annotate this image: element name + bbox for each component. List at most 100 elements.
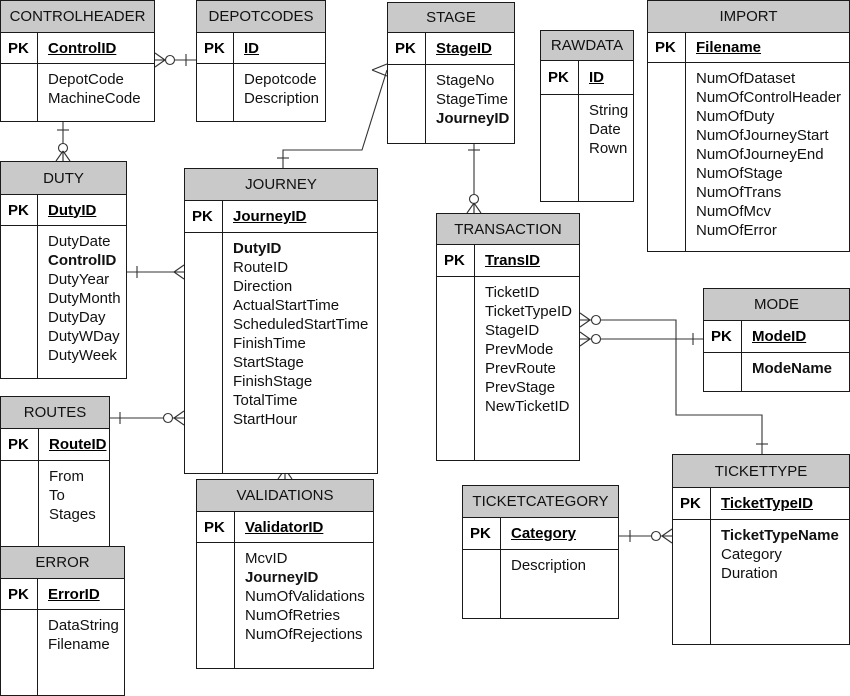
key-column [388,65,426,143]
many-marker [371,69,388,77]
attribute: StageNo [436,72,495,89]
many-marker [55,150,64,162]
key-column [704,353,742,391]
key-column [1,64,38,121]
connectors-layer [55,52,768,544]
attribute: TicketTypeName [721,527,839,544]
primary-key-field: ValidatorID [245,518,324,536]
attribute: NumOfJourneyStart [696,127,829,144]
pk-label: PK [1,33,38,63]
key-column [197,64,234,121]
key-column [1,461,39,567]
key-column [1,226,38,378]
entity-title: DEPOTCODES [197,1,325,33]
many-marker [173,410,185,419]
primary-key-field: Category [511,525,577,542]
pk-label: PK [463,518,501,549]
entity-title: DUTY [1,162,126,195]
pk-label: PK [1,429,39,460]
key-column [673,520,711,644]
attribute: StartHour [233,411,298,428]
zero-marker [162,412,174,424]
many-marker [173,271,185,280]
attribute: DutyID [233,240,282,257]
attribute: PrevRoute [485,360,556,377]
entity-title: STAGE [388,3,514,33]
primary-key-field: ErrorID [48,585,100,603]
zero-marker [650,530,662,542]
primary-key-field: TicketTypeID [721,495,813,512]
attribute-section: ModeName [704,353,849,391]
entity-title: TRANSACTION [437,214,579,245]
attribute: PrevMode [485,341,554,358]
attribute: NumOfValidations [245,588,365,605]
attribute: JourneyID [436,110,510,127]
connector-line [282,69,388,168]
attribute: NumOfStage [696,165,783,182]
entity-title: ROUTES [1,397,109,429]
key-column [197,543,235,668]
primary-key-field: ID [589,69,604,86]
pk-label: PK [648,33,686,62]
entity-title: CONTROLHEADER [1,1,154,33]
attribute: ModeName [752,360,833,377]
many-marker [371,63,388,71]
attribute: Date [589,121,621,138]
pk-label: PK [185,201,223,232]
attribute-list: ModeName [742,353,832,391]
attribute: DutyDay [48,309,106,326]
entity-title: IMPORT [648,1,849,33]
entity-title: TICKETCATEGORY [463,486,618,518]
attribute: DepotCode [48,71,124,88]
key-column [185,233,223,473]
primary-key-field: Filename [696,39,762,56]
many-marker [466,202,475,214]
zero-marker [590,314,602,326]
entity-title: TICKETTYPE [673,455,849,488]
pk-label: PK [437,245,475,276]
attribute: FinishTime [233,335,306,352]
many-marker [473,202,482,214]
attribute: NumOfMcv [696,203,771,220]
pk-label: PK [197,33,234,63]
key-column [648,63,686,251]
entity-title: ERROR [1,547,124,579]
attribute: Stages [49,506,96,523]
attribute: NumOfJourneyEnd [696,146,824,163]
attribute: NumOfRejections [245,626,363,643]
attribute: Duration [721,565,778,582]
key-column [541,95,579,201]
zero-marker [164,54,176,66]
primary-key-row: PK Filename [648,33,849,63]
attribute: Description [244,90,320,107]
attribute: NewTicketID [485,398,570,415]
primary-key-row: PK Category [463,518,618,550]
attribute: MachineCode [48,90,141,107]
